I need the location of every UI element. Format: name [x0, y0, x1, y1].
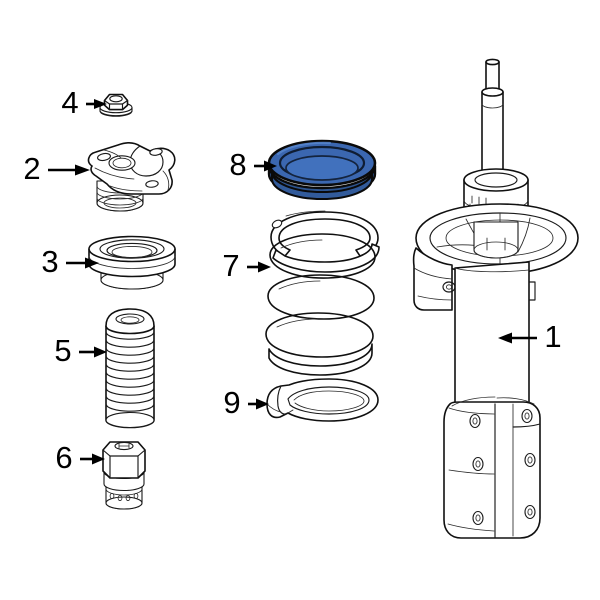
callout-4: 4 — [61, 85, 107, 120]
callout-3-arrowhead — [85, 257, 99, 269]
part-7-coil-spring — [265, 210, 380, 376]
callout-3-number: 3 — [41, 244, 58, 279]
callout-8: 8 — [229, 147, 277, 182]
callout-7: 7 — [222, 248, 271, 283]
callout-5: 5 — [54, 333, 107, 368]
part-9-lower-spring-seat — [266, 378, 379, 422]
callout-1-number: 1 — [544, 319, 561, 354]
part-3-strut-bearing — [88, 235, 176, 290]
callout-1-arrowhead — [498, 332, 512, 344]
callout-8-number: 8 — [229, 147, 246, 182]
part-8-upper-spring-seat-highlighted — [267, 139, 377, 200]
callout-9: 9 — [223, 385, 269, 420]
part-1-strut-assembly — [412, 58, 579, 539]
callout-4-arrowhead — [94, 99, 107, 109]
callout-6-number: 6 — [55, 440, 72, 475]
callout-2: 2 — [23, 151, 90, 186]
callout-5-arrowhead — [94, 346, 107, 358]
callout-6: 6 — [55, 440, 105, 475]
callout-4-number: 4 — [61, 85, 78, 120]
callout-6-arrowhead — [92, 453, 105, 465]
part-6-jounce-bumper — [102, 441, 146, 510]
callout-9-number: 9 — [223, 385, 240, 420]
part-4-strut-mount-nut — [99, 93, 133, 117]
part-2-strut-mount — [87, 142, 176, 212]
callout-5-number: 5 — [54, 333, 71, 368]
callout-7-number: 7 — [222, 248, 239, 283]
callout-7-arrowhead — [258, 261, 271, 273]
callout-3: 3 — [41, 244, 99, 279]
callout-2-number: 2 — [23, 151, 40, 186]
callout-9-arrowhead — [256, 398, 269, 410]
callout-1: 1 — [498, 319, 562, 354]
callout-2-arrowhead — [75, 164, 90, 176]
callout-8-arrowhead — [264, 160, 277, 172]
part-5-dust-boot — [105, 308, 155, 429]
